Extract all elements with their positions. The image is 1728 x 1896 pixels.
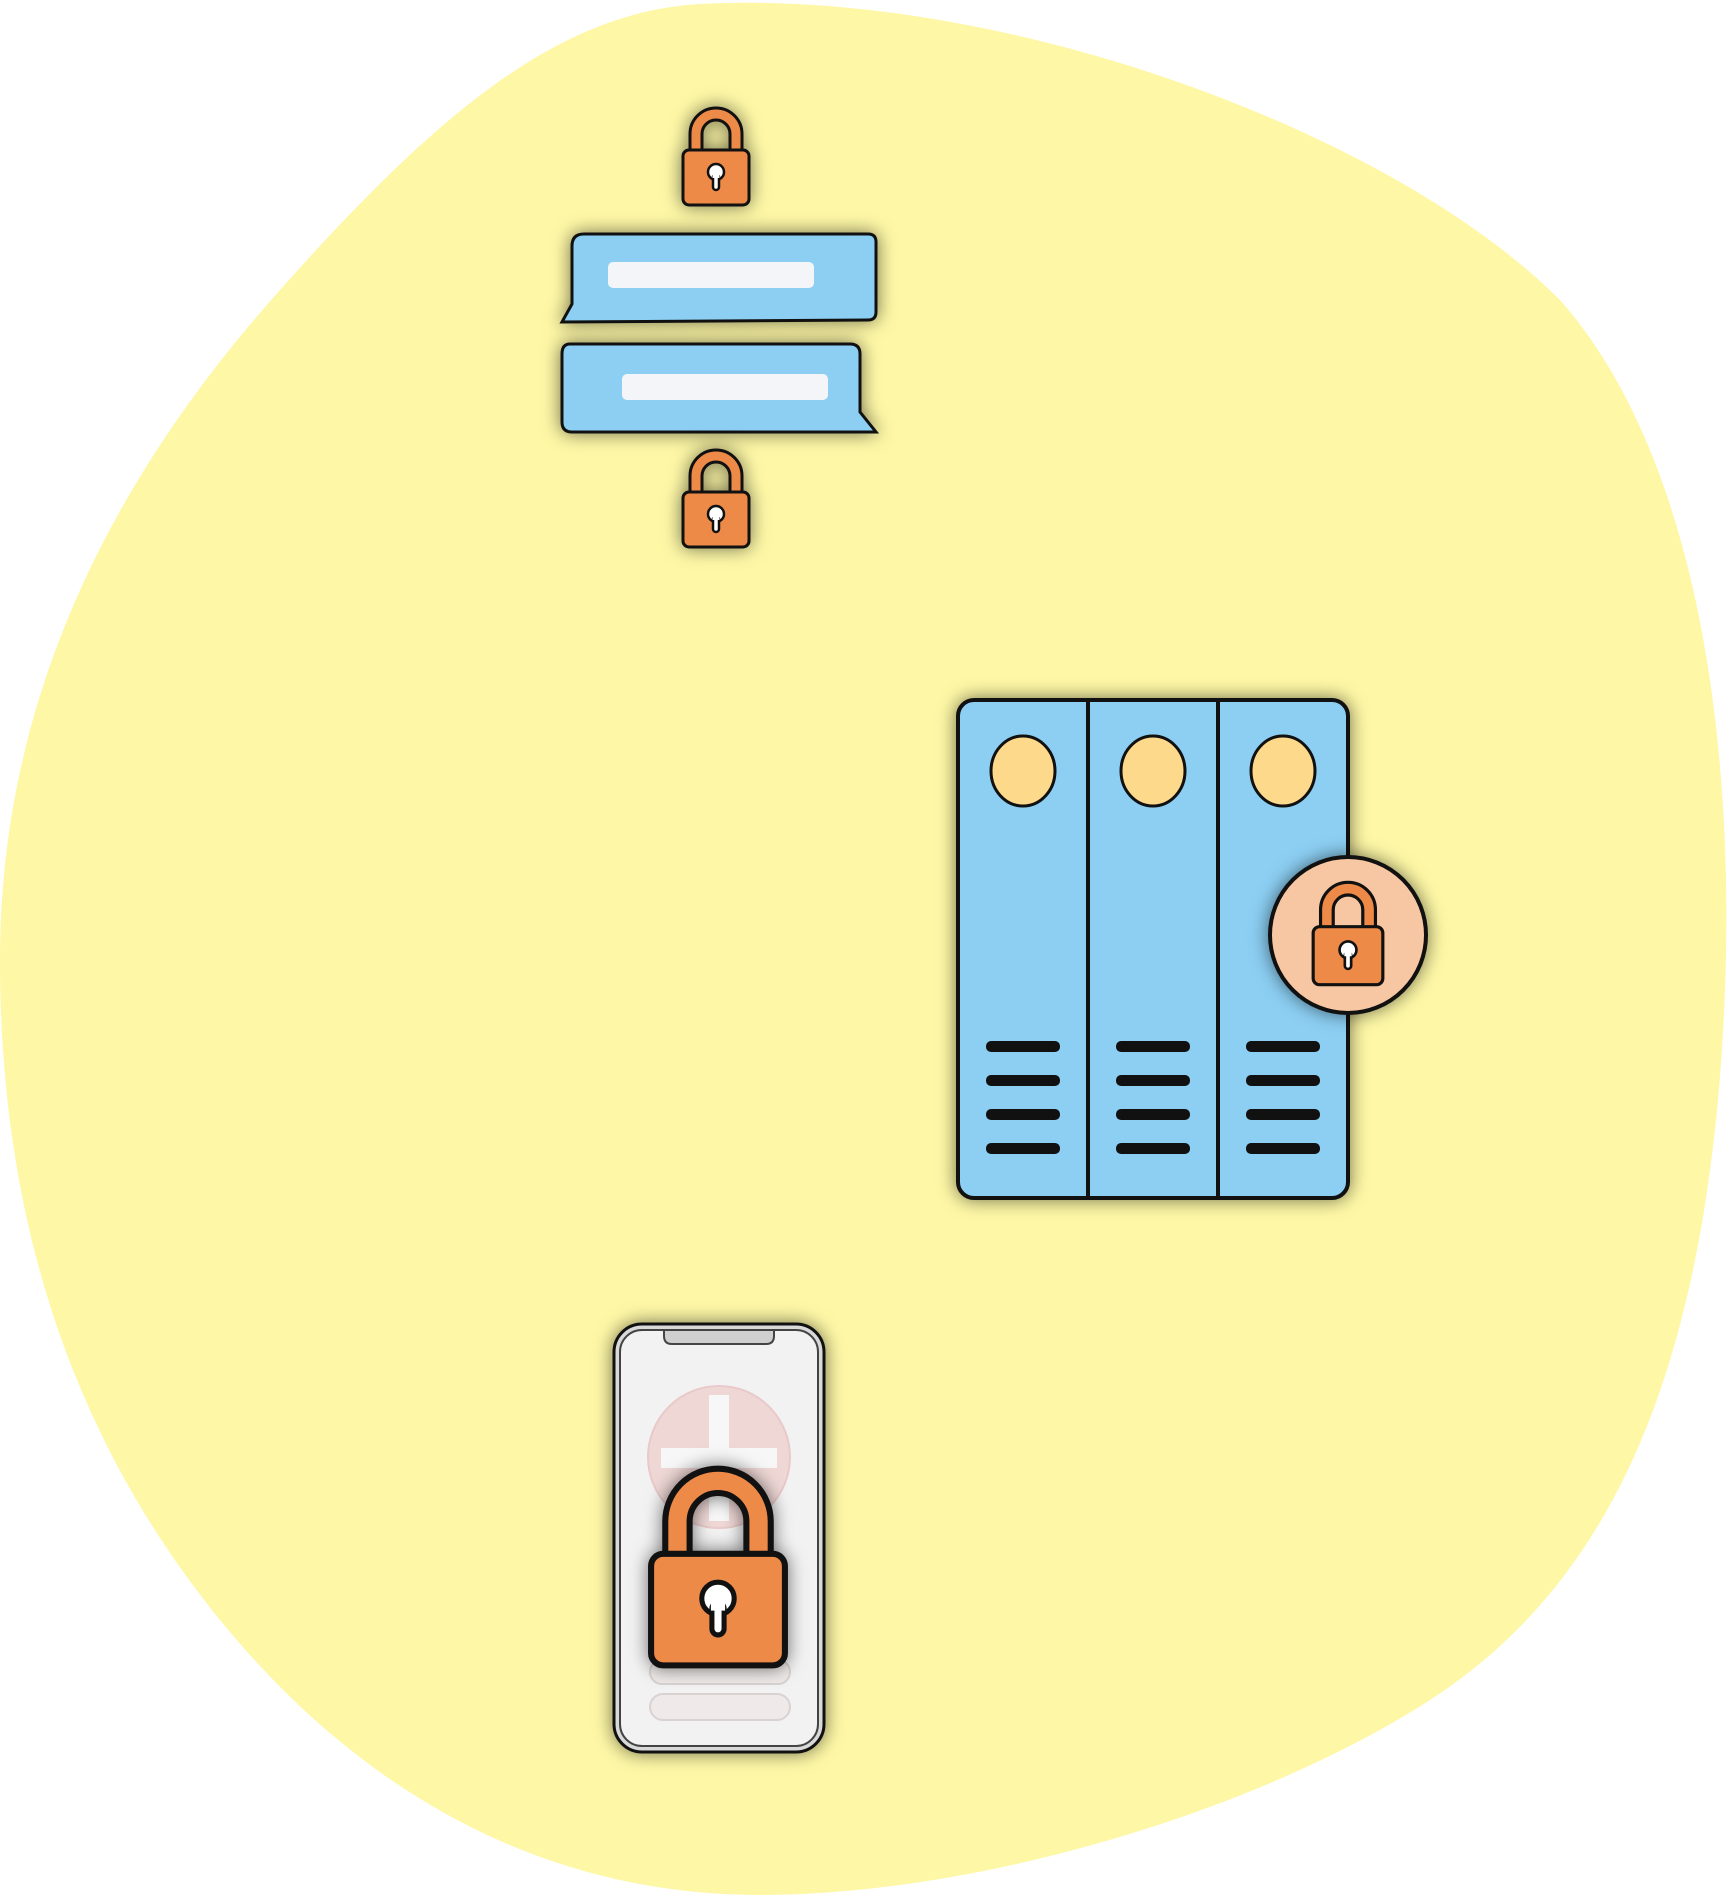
server-vent-line [1246, 1075, 1320, 1086]
secure-messages-group [559, 114, 880, 547]
server-vent-line [986, 1143, 1060, 1154]
server-vent-line [1246, 1143, 1320, 1154]
smartphone-icon [612, 1322, 826, 1754]
server-status-light [989, 734, 1057, 808]
server-vent-line [1116, 1075, 1190, 1086]
chat-bubble-icon [559, 232, 878, 324]
server-status-light [1249, 734, 1317, 808]
secure-server-group [956, 698, 1428, 1200]
server-vent-line [1116, 1041, 1190, 1052]
server-vent-line [986, 1041, 1060, 1052]
server-vent-line [1246, 1109, 1320, 1120]
server-vent-line [1246, 1041, 1320, 1052]
server-vent-line [1116, 1143, 1190, 1154]
chat-bubble-icon [560, 342, 880, 434]
server-status-light [1119, 734, 1187, 808]
server-vent-line [986, 1075, 1060, 1086]
server-vent-line [1116, 1109, 1190, 1120]
server-vent-line [986, 1109, 1060, 1120]
secure-phone-group [612, 1322, 826, 1754]
lock-badge-icon [1268, 855, 1428, 1015]
